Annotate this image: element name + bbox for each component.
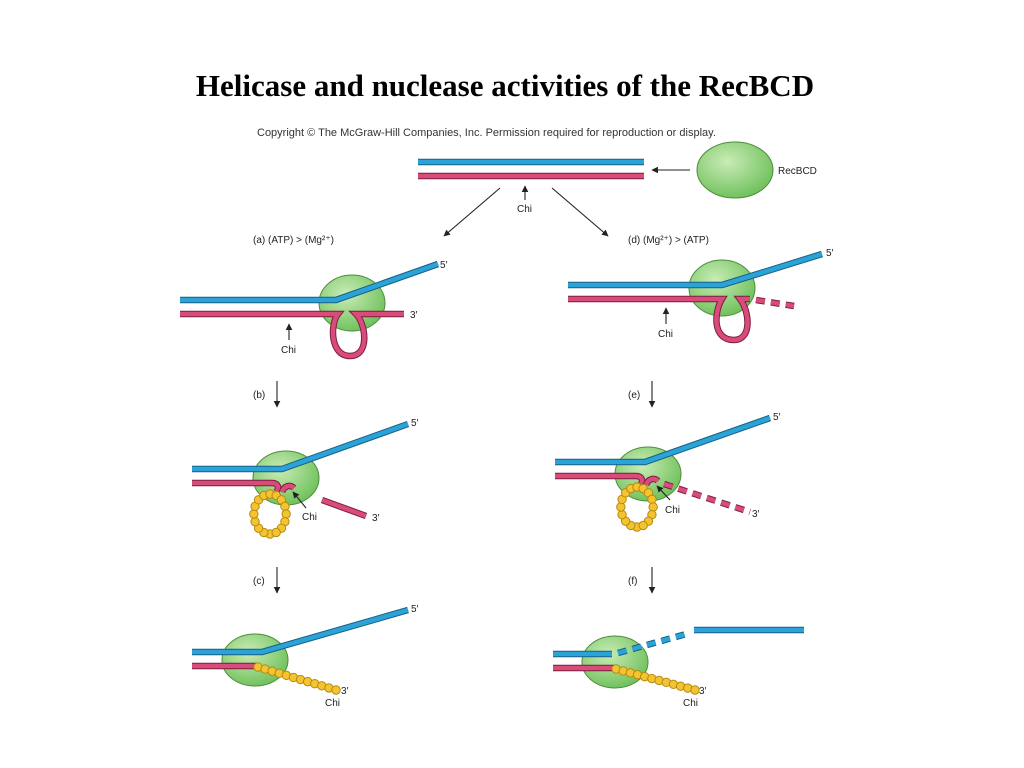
panel-c-three-prime: 3′ [341,686,349,697]
panel-c: 5′ 3′ Chi [192,604,419,709]
copyright-notice: Copyright © The McGraw-Hill Companies, I… [257,127,716,139]
panel-e-label: (e) [628,390,640,401]
panel-b: 5′ 3′ Chi [192,418,419,539]
panel-b-three-prime: 3′ [372,513,380,524]
intact-dna [418,158,644,180]
ssb-bead [616,502,626,512]
recbcd-label: RecBCD [778,166,817,177]
ssb-bead [331,685,341,695]
ssb-bead [281,509,291,519]
panel-b-label: (b) [253,390,265,401]
page-title: Helicase and nuclease activities of the … [195,68,815,103]
pathway-arrow-right [551,187,609,237]
panel-e-three-prime: 3′ [752,509,760,520]
ssb-bead [271,527,281,538]
panel-a-five-prime: 5′ [440,260,448,271]
panel-a-label: (a) (ATP) > (Mg²⁺) [253,235,334,246]
panel-f-chi-label: Chi [683,698,698,709]
panel-d-five-prime: 5′ [826,248,834,259]
panel-a-chi-label: Chi [281,345,296,356]
panel-c-label: (c) [253,576,265,587]
ssb-bead [647,494,657,505]
ssb-bead [617,509,627,520]
ssb-bead [638,520,648,531]
panel-f: 3′ Chi [553,626,804,709]
ssdna-binding-beads-c [253,662,341,695]
pathway-arrow-left [443,187,501,237]
panel-b-chi-label: Chi [302,512,317,523]
panel-b-five-prime: 5′ [411,418,419,429]
recbcd-enzyme [696,141,774,199]
panel-d-chi-label: Chi [658,329,673,340]
panel-c-five-prime: 5′ [411,604,419,615]
panel-f-three-prime: 3′ [699,686,707,697]
ssb-bead [648,502,658,512]
panel-a-three-prime: 3′ [410,310,418,321]
panel-c-chi-label: Chi [325,698,340,709]
chi-label-top: Chi [517,204,532,215]
panel-d: 5′ Chi [568,248,834,344]
ssb-bead [280,501,290,512]
panel-f-label: (f) [628,576,637,587]
panel-e-five-prime: 5′ [773,412,781,423]
panel-e: 5′ 3′ Chi [555,412,781,532]
ssdna-binding-beads-e [616,482,658,532]
ssb-bead [690,685,700,695]
panel-e-chi-label: Chi [665,505,680,516]
ssdna-binding-beads-f [611,664,700,695]
ssb-bead [249,509,259,519]
ssb-bead [250,516,260,527]
panel-d-label: (d) (Mg²⁺) > (ATP) [628,235,709,246]
panel-a: 5′ 3′ Chi [180,260,448,360]
ssdna-binding-beads-b [249,489,291,539]
